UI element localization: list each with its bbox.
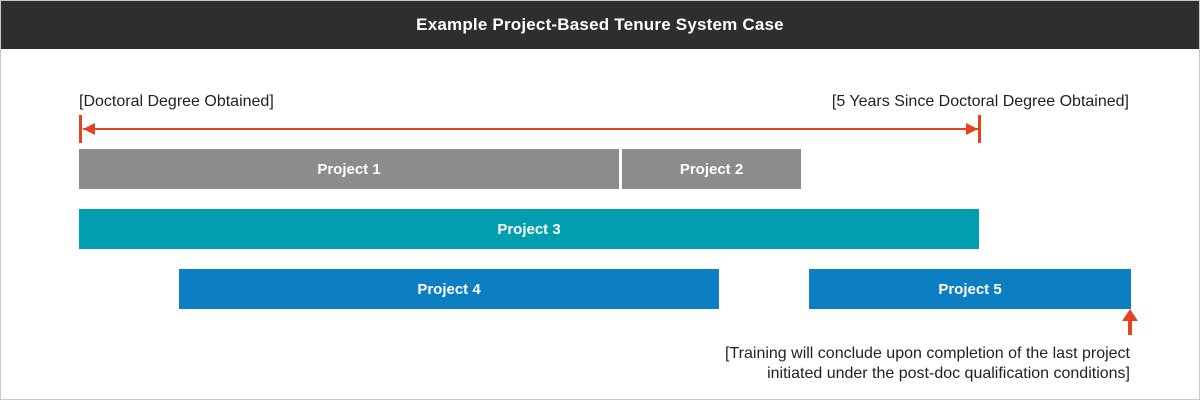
completion-note: [Training will conclude upon completion … [725,344,1130,384]
project-bar-3: Project 3 [79,209,979,249]
timeline-start-tick [79,115,82,143]
project-bar-5: Project 5 [809,269,1131,309]
diagram-title: Example Project-Based Tenure System Case [416,15,784,34]
completion-note-line2: initiated under the post-doc qualificati… [767,365,1130,382]
up-arrow-icon [1122,309,1138,335]
timeline-end-tick [978,115,981,143]
project-bar-2: Project 2 [622,149,801,189]
timeline-double-arrow-icon [83,123,978,135]
completion-note-line1: [Training will conclude upon completion … [725,345,1130,362]
up-arrow-head [1122,309,1138,321]
timeline-start-label: [Doctoral Degree Obtained] [79,93,274,110]
header-bar: Example Project-Based Tenure System Case [1,1,1199,49]
timeline-end-label: [5 Years Since Doctoral Degree Obtained] [831,93,1129,110]
up-arrow-shaft [1128,321,1132,335]
project-bar-1: Project 1 [79,149,619,189]
project-bar-4: Project 4 [179,269,719,309]
